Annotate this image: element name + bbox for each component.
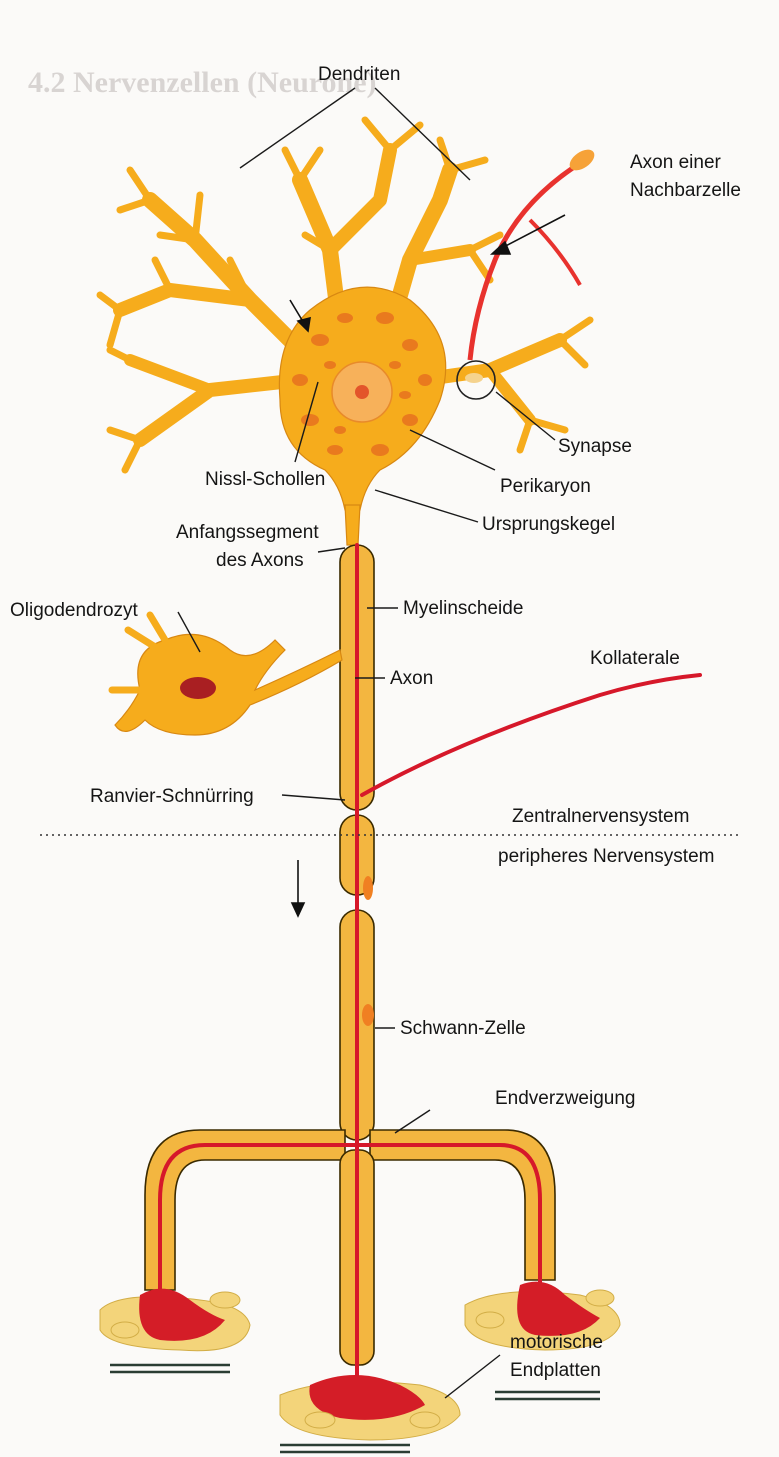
end-plate-bottom	[280, 1375, 460, 1452]
label-axon-nachbarzelle-1: Axon einer	[630, 152, 722, 173]
label-axon-nachbarzelle-2: Nachbarzelle	[630, 180, 741, 201]
schwann-nucleus-1	[363, 876, 373, 900]
label-ursprungskegel: Ursprungskegel	[482, 514, 615, 535]
label-schwann: Schwann-Zelle	[400, 1018, 526, 1039]
nucleolus	[355, 385, 369, 399]
end-plate-left	[100, 1289, 250, 1372]
label-synapse: Synapse	[558, 436, 632, 457]
label-anfangssegment-2: des Axons	[216, 550, 304, 571]
label-myelinscheide: Myelinscheide	[403, 598, 523, 619]
axon-hillock	[345, 505, 360, 545]
label-pns: peripheres Nervensystem	[498, 846, 714, 867]
synapse-bouton	[465, 373, 483, 383]
label-anfangssegment-1: Anfangssegment	[176, 522, 319, 543]
oligodendrocyte	[112, 615, 342, 735]
label-ranvier: Ranvier-Schnürring	[90, 786, 254, 807]
label-endverzweigung: Endverzweigung	[495, 1088, 635, 1109]
label-kollaterale: Kollaterale	[590, 648, 680, 669]
label-endplatten-2: Endplatten	[510, 1360, 601, 1381]
collateral	[362, 675, 700, 795]
label-zns: Zentralnervensystem	[512, 806, 689, 827]
label-endplatten-1: motorische	[510, 1332, 603, 1353]
neighbour-axon	[470, 160, 585, 360]
label-oligodendrozyt: Oligodendrozyt	[10, 600, 139, 621]
label-perikaryon: Perikaryon	[500, 476, 591, 497]
label-axon: Axon	[390, 668, 433, 689]
label-dendriten: Dendriten	[318, 64, 400, 85]
schwann-nucleus-2	[362, 1004, 374, 1026]
label-nissl: Nissl-Schollen	[205, 469, 325, 490]
